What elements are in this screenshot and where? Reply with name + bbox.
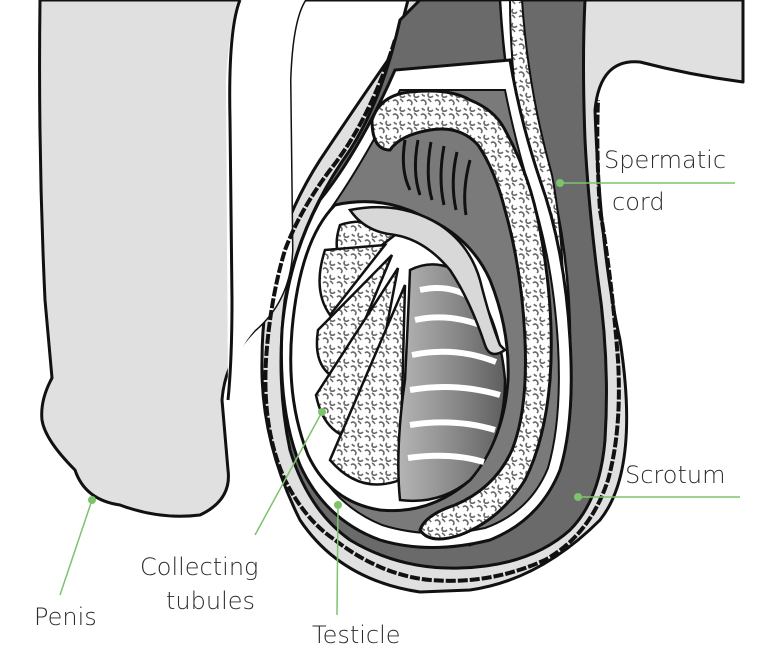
label-scrotum: Scrotum (625, 461, 726, 489)
leader-lines (59, 182, 740, 616)
label-spermatic-line1: Spermatic (604, 146, 727, 174)
dot-spermatic-cord (556, 179, 564, 187)
leader-penis (59, 499, 93, 596)
epididymis (370, 89, 553, 541)
efferent-ducts (401, 139, 472, 216)
scrotum-outline (263, 39, 621, 583)
rete-testis (347, 205, 507, 356)
leader-dots (88, 179, 582, 509)
label-testicle: Testicle (312, 621, 401, 649)
dot-testicle (334, 501, 342, 509)
leader-testicle (336, 504, 339, 616)
leader-collecting-tubules (254, 411, 323, 536)
label-penis: Penis (34, 603, 97, 631)
testicle-lobules (314, 220, 407, 486)
dot-scrotum (574, 493, 582, 501)
gap-left (226, 0, 305, 400)
dot-collecting-tubules (318, 408, 326, 416)
label-collecting-line1: Collecting (140, 553, 259, 581)
dot-penis (88, 496, 96, 504)
label-collecting-line2: tubules (166, 587, 256, 615)
penis-inner-edge (226, 0, 242, 401)
label-spermatic-line2: cord (612, 188, 665, 216)
tubule-bands (407, 285, 501, 465)
